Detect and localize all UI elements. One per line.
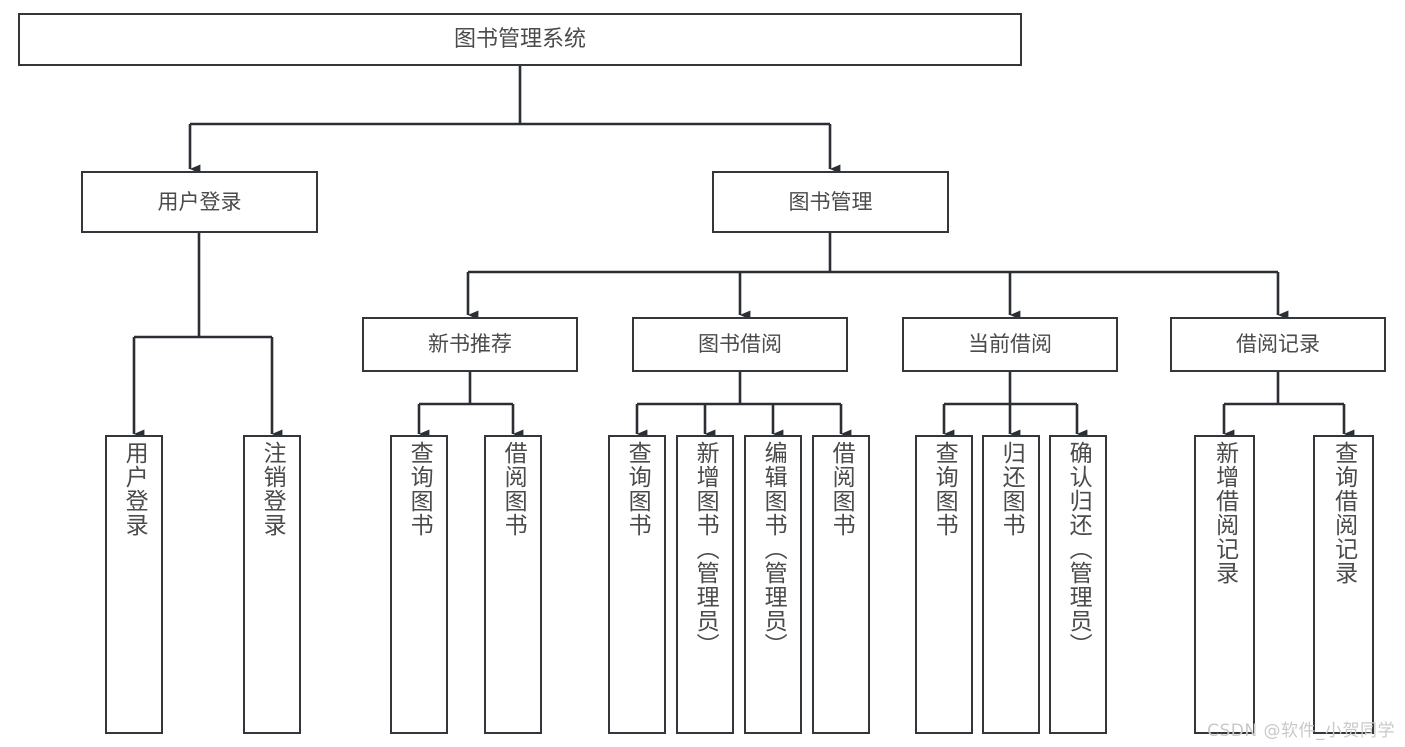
node-borrow-record-label: 借阅记录	[1236, 332, 1320, 357]
leaf-label: 查询图书	[406, 441, 433, 537]
leaf-user-login-logout[interactable]: 注销登录	[243, 435, 301, 734]
leaf-borrow-record-add[interactable]: 新增借阅记录	[1194, 435, 1255, 734]
leaf-user-login-login[interactable]: 用户登录	[105, 435, 163, 734]
leaf-borrow-record-query[interactable]: 查询借阅记录	[1313, 435, 1374, 734]
watermark: CSDN @软件_小贺同学	[1207, 721, 1395, 741]
leaf-book-borrow-query[interactable]: 查询图书	[608, 435, 666, 734]
leaf-current-borrow-return[interactable]: 归还图书	[982, 435, 1040, 734]
leaf-label: 查询图书	[624, 441, 651, 537]
leaf-new-book-query[interactable]: 查询图书	[390, 435, 448, 734]
leaf-book-borrow-borrow[interactable]: 借阅图书	[812, 435, 870, 734]
leaf-book-borrow-edit[interactable]: 编辑图书（管理员）	[744, 435, 802, 734]
node-current-borrow[interactable]: 当前借阅	[902, 317, 1118, 372]
node-book-borrow-label: 图书借阅	[698, 332, 782, 357]
leaf-current-borrow-query[interactable]: 查询图书	[915, 435, 973, 734]
node-book-borrow[interactable]: 图书借阅	[632, 317, 848, 372]
leaf-book-borrow-add[interactable]: 新增图书（管理员）	[676, 435, 734, 734]
leaf-label: 归还图书	[998, 441, 1025, 537]
node-new-book-recommend-label: 新书推荐	[428, 332, 512, 357]
leaf-label: 借阅图书	[828, 441, 855, 537]
node-new-book-recommend[interactable]: 新书推荐	[362, 317, 578, 372]
leaf-label: 新增图书（管理员）	[692, 441, 719, 657]
leaf-label: 查询图书	[931, 441, 958, 537]
node-book-management-label: 图书管理	[788, 189, 873, 214]
leaf-label: 确认归还（管理员）	[1065, 441, 1092, 657]
leaf-label: 注销登录	[259, 441, 286, 537]
node-current-borrow-label: 当前借阅	[968, 332, 1052, 357]
leaf-label: 用户登录	[121, 441, 148, 537]
node-user-login[interactable]: 用户登录	[81, 171, 318, 233]
leaf-label: 编辑图书（管理员）	[760, 441, 787, 657]
node-root[interactable]: 图书管理系统	[18, 13, 1022, 66]
leaf-label: 借阅图书	[500, 441, 527, 537]
node-root-label: 图书管理系统	[453, 26, 586, 52]
node-borrow-record[interactable]: 借阅记录	[1170, 317, 1386, 372]
leaf-label: 查询借阅记录	[1330, 441, 1357, 585]
leaf-label: 新增借阅记录	[1211, 441, 1238, 585]
node-book-management[interactable]: 图书管理	[712, 171, 949, 233]
node-user-login-label: 用户登录	[157, 189, 242, 214]
leaf-new-book-borrow[interactable]: 借阅图书	[484, 435, 542, 734]
leaf-current-borrow-confirm[interactable]: 确认归还（管理员）	[1049, 435, 1107, 734]
